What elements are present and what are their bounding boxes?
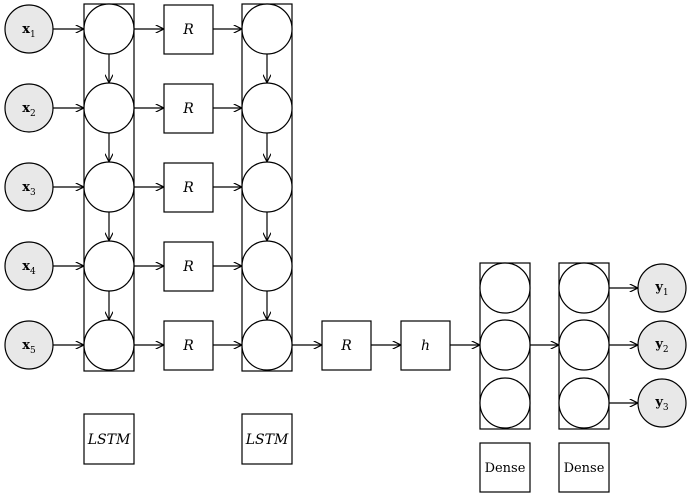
input-nodes: x1 x2 x3 x4 x5	[4, 4, 54, 370]
dense-label-2: Dense	[564, 461, 605, 476]
h-box-label: h	[421, 338, 430, 354]
edges	[53, 29, 637, 403]
output-label-1: y1	[654, 280, 668, 298]
input-node-5: x5	[4, 320, 54, 370]
input-label-3: x3	[22, 180, 36, 198]
input-label-5: x5	[22, 338, 36, 356]
lstm-2-cell-4	[241, 240, 293, 292]
lstm-2-cell-5	[241, 319, 293, 371]
lstm-1-cell-4	[83, 240, 135, 292]
r-box-1: R	[163, 4, 214, 55]
input-node-2: x2	[4, 83, 54, 133]
lstm-2-cell-3	[241, 161, 293, 213]
r-box-4: R	[163, 241, 214, 292]
input-label-2: x2	[22, 101, 36, 119]
lstm-2-cell-2	[241, 82, 293, 134]
r-box-label: R	[182, 259, 194, 275]
lstm-1-cell-3	[83, 161, 135, 213]
input-node-4: x4	[4, 241, 54, 291]
output-nodes: y1 y2 y3	[637, 263, 687, 428]
output-label-3: y3	[654, 395, 669, 413]
dense-label-box-2: Dense	[558, 442, 610, 493]
r-boxes: R R R R R	[163, 4, 214, 371]
r-box-final: R	[321, 320, 372, 371]
dense-layer-1	[479, 262, 531, 429]
dense-label-1: Dense	[485, 461, 526, 476]
lstm-1-cell-2	[83, 82, 135, 134]
r-box-label: R	[182, 338, 194, 354]
output-node-3: y3	[637, 378, 687, 428]
input-label-4: x4	[22, 259, 36, 277]
r-box-5: R	[163, 320, 214, 371]
dense-layer-2	[558, 262, 610, 429]
output-node-1: y1	[637, 263, 687, 313]
lstm-label-box-1: LSTM	[83, 413, 135, 465]
dense-1-unit-3	[479, 377, 531, 429]
r-box-3: R	[163, 162, 214, 213]
r-box-label: R	[182, 101, 194, 117]
dense-1-unit-2	[479, 319, 531, 371]
lstm-label-2: LSTM	[245, 432, 289, 448]
h-box: h	[400, 320, 451, 371]
input-label-1: x1	[22, 22, 36, 40]
lstm-2-cell-1	[241, 3, 293, 55]
output-label-2: y2	[654, 337, 668, 355]
r-box-label: R	[182, 22, 194, 38]
r-box-label: R	[182, 180, 194, 196]
r-box-2: R	[163, 83, 214, 134]
lstm-label-1: LSTM	[87, 432, 131, 448]
dense-2-unit-3	[558, 377, 610, 429]
lstm-layer-2	[241, 3, 293, 371]
r-box-final-label: R	[340, 338, 352, 354]
lstm-label-box-2: LSTM	[241, 413, 293, 465]
output-node-2: y2	[637, 320, 687, 370]
lstm-layer-1	[83, 3, 135, 371]
dense-1-unit-1	[479, 262, 531, 314]
lstm-1-cell-1	[83, 3, 135, 55]
dense-2-unit-2	[558, 319, 610, 371]
dense-2-unit-1	[558, 262, 610, 314]
lstm-1-cell-5	[83, 319, 135, 371]
input-node-1: x1	[4, 4, 54, 54]
dense-label-box-1: Dense	[479, 442, 531, 493]
input-node-3: x3	[4, 162, 54, 212]
